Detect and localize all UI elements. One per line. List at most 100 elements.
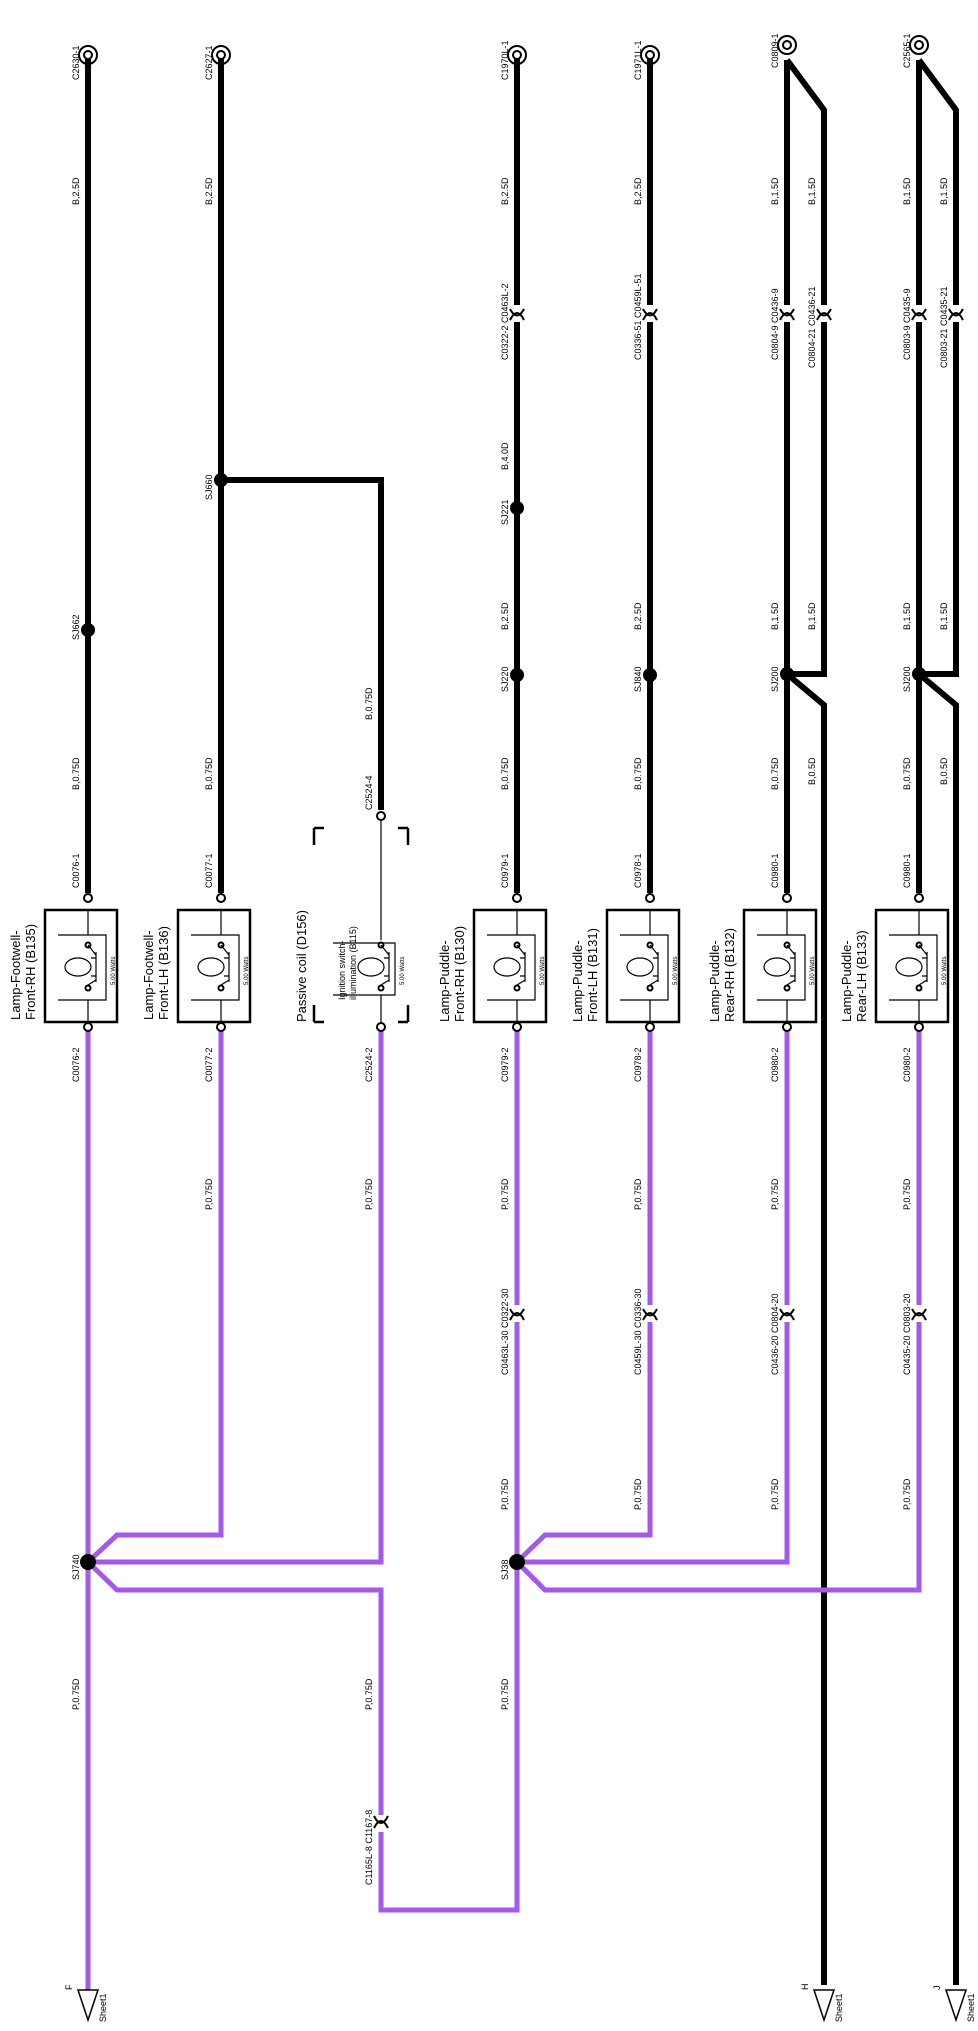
eyelet-icon: [909, 35, 929, 55]
wire-label: P,0.75D: [364, 1678, 374, 1710]
splice-dot: [509, 1554, 525, 1570]
component-subname: Ignition switch-: [337, 940, 347, 1000]
pin-label: C0979-2: [500, 1047, 510, 1082]
pin-label: C0076-1: [71, 853, 81, 888]
splice-dot: [80, 1554, 96, 1570]
inline-connector-icon: [642, 1308, 658, 1321]
wire-label: B,2.5D: [633, 177, 643, 205]
inline-connector-icon: [373, 1815, 389, 1829]
bulb-icon: [357, 952, 390, 982]
top-connector-label: C1970L-1: [500, 40, 510, 80]
wire-label: B,0.75D: [71, 757, 81, 790]
wire-c7-top-b: [916, 58, 959, 305]
wire-label: B,2.5D: [500, 177, 510, 205]
wire-p-c3-low: [86, 1560, 384, 1815]
connector-label: C0336-51 C0459L-51: [633, 273, 643, 360]
connector-label: C0436-20 C0804-20: [770, 1293, 780, 1375]
black-wires: [85, 58, 959, 1985]
lamp-components: [43, 811, 950, 1032]
wire-label: B,2.5D: [633, 602, 643, 630]
splice-label: SJ200: [770, 666, 780, 692]
component-name: Lamp-Footwell-: [141, 930, 156, 1020]
inline-connector-icon: [779, 1308, 795, 1321]
sheet-arrow-icon: [812, 1989, 836, 2023]
eyelet-icon: [777, 35, 797, 55]
wire-p-c6-b: [517, 1322, 790, 1565]
wire-label: P,0.75D: [633, 1478, 643, 1510]
watts-label: 5.00 Watts: [810, 957, 816, 985]
component-name: Rear-LH (B133): [854, 930, 869, 1022]
wire-label: B,0.75D: [500, 757, 510, 790]
wire-p-c3-loop: [378, 1562, 520, 1913]
top-connector-label: C1971L-1: [633, 40, 643, 80]
wire-label: P,0.75D: [364, 1178, 374, 1210]
wire-c2-branch: [221, 477, 384, 810]
wire-label: P,0.75D: [770, 1478, 780, 1510]
top-connector-label: C2630-1: [71, 45, 81, 80]
wire-label: B,2.5D: [204, 177, 214, 205]
purple-wires: [85, 1030, 922, 1990]
wire-label: B,1.5D: [770, 602, 780, 630]
pin-label: C0077-1: [204, 853, 214, 888]
connector-label: C0803-9 C0435-9: [902, 288, 912, 360]
inline-connector-icon: [509, 1308, 525, 1321]
splice-label: SJ660: [204, 474, 214, 500]
wire-p-c5-b: [515, 1322, 653, 1564]
wire-label: B,1.5D: [902, 177, 912, 205]
inline-connector-icon: [816, 308, 832, 321]
connector-label: C1165L-8 C1167-8: [364, 1810, 374, 1885]
top-connectors: [78, 35, 929, 65]
lamp-box-c4: [472, 893, 548, 1032]
connector-label: C0459L-30 C0336-30: [633, 1288, 643, 1375]
inline-connector-icon: [509, 308, 525, 321]
wire-label: B,0.75D: [902, 757, 912, 790]
pin-label: C0979-1: [500, 853, 510, 888]
wire-c6-top-b: [784, 58, 827, 305]
splice-label: SJ200: [902, 666, 912, 692]
connector-label: C0435-20 C0803-20: [902, 1293, 912, 1375]
bulb-icon: [197, 952, 230, 982]
eyelet-icon: [211, 45, 231, 65]
wire-label: B,1.5D: [939, 602, 949, 630]
component-name: Lamp-Footwell-: [8, 930, 23, 1020]
inline-connector-icon: [642, 308, 658, 321]
watts-label: 5.00 Watts: [244, 957, 250, 985]
splice-label: SJ38: [500, 1559, 510, 1580]
component-name: Passive coil (D156): [294, 910, 309, 1022]
splice-label: SJ740: [71, 1554, 81, 1580]
wire-c7-b: [919, 322, 959, 677]
bulb-icon: [895, 952, 928, 982]
connector-label: C0803-21 C0435-21: [939, 286, 949, 368]
component-name: Lamp-Puddle-: [570, 940, 585, 1022]
splice-dot: [780, 667, 794, 681]
component-name: Rear-RH (B132): [722, 928, 737, 1022]
splice-label: SJ221: [500, 499, 510, 525]
wire-label: P,0.75D: [902, 1478, 912, 1510]
inline-connector-icon: [948, 308, 964, 321]
wire-label: B,4.0D: [500, 442, 510, 470]
inline-connector-icon: [911, 1308, 927, 1321]
pin-label: C0978-1: [633, 853, 643, 888]
wire-label: P,0.75D: [902, 1178, 912, 1210]
lamp-box-c7: [874, 893, 950, 1032]
sheet-ref-name: Sheet1: [966, 1993, 976, 2022]
wire-label: P,0.75D: [500, 1178, 510, 1210]
wire-p-c3-top: [88, 1030, 384, 1565]
wire-label: B,0.75D: [633, 757, 643, 790]
wire-label: B,2.5D: [500, 602, 510, 630]
lamp-box-c5: [605, 893, 681, 1032]
connector-label: C0322-2 C0463L-2: [500, 283, 510, 360]
top-connector-label: C0809-1: [770, 33, 780, 68]
component-name: Lamp-Puddle-: [437, 940, 452, 1022]
splice-label: SJ662: [71, 614, 81, 640]
component-subname: illumination (B115): [348, 926, 358, 1000]
lamp-box-c1: [43, 893, 119, 1032]
splice-dots: [80, 473, 926, 1570]
pin-label: C0077-2: [204, 1047, 214, 1082]
wire-c7-down: [917, 671, 959, 1985]
eyelet-icon: [507, 45, 527, 65]
watts-label: 5.00 Watts: [673, 957, 679, 985]
lamp-box-c6: [742, 893, 818, 1032]
top-connector-label: C2565-1: [902, 33, 912, 68]
